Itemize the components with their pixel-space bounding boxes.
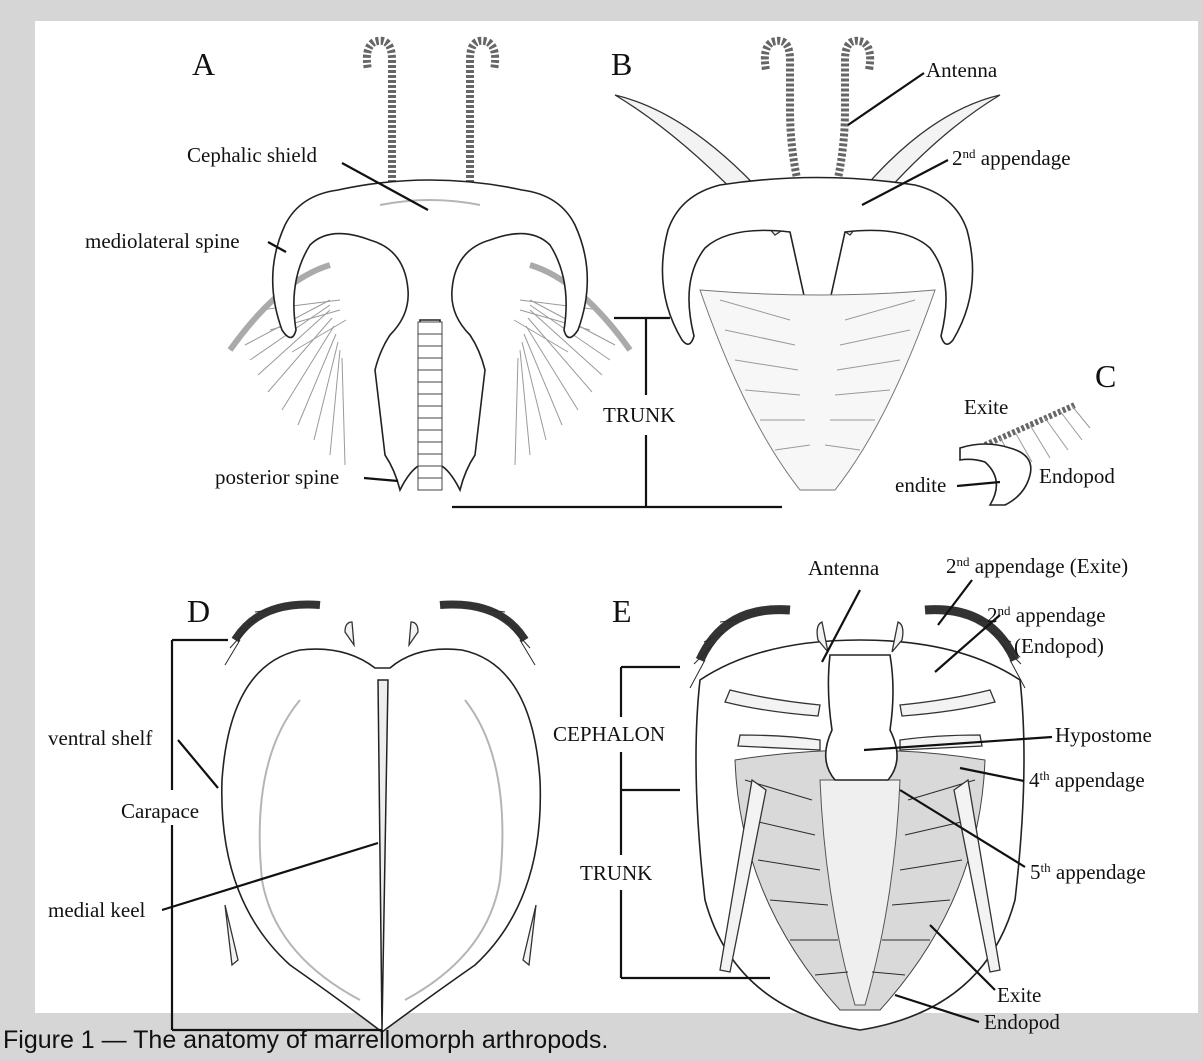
label-cephalic-shield: Cephalic shield (187, 143, 318, 167)
label-medial-keel: medial keel (48, 898, 146, 922)
label-second-endopod-e-line2: (Endopod) (1014, 634, 1104, 658)
label-endopod-e: Endopod (984, 1010, 1060, 1034)
panel-a-letter: A (192, 46, 215, 82)
label-carapace: Carapace (121, 799, 199, 823)
label-trunk-b: TRUNK (603, 403, 675, 427)
label-posterior-spine: posterior spine (215, 465, 339, 489)
label-second-exite-e: 2nd appendage (Exite) (946, 554, 1128, 579)
label-exite-e: Exite (997, 983, 1041, 1007)
panel-c-letter: C (1095, 358, 1116, 394)
label-cephalon: CEPHALON (553, 722, 665, 746)
figure-caption: Figure 1 — The anatomy of marrellomorph … (3, 1026, 608, 1055)
label-antenna-b: Antenna (926, 58, 998, 82)
label-mediolateral-spine: mediolateral spine (85, 229, 240, 253)
label-endopod-c: Endopod (1039, 464, 1115, 488)
panel-e-hypostome (826, 655, 897, 780)
panel-d-letter: D (187, 593, 210, 629)
panel-e-letter: E (612, 593, 632, 629)
label-endite-c: endite (895, 473, 946, 497)
label-exite-c: Exite (964, 395, 1008, 419)
label-trunk-e: TRUNK (580, 861, 652, 885)
label-antenna-e: Antenna (808, 556, 880, 580)
label-hypostome: Hypostome (1055, 723, 1152, 747)
panel-a-trunk-segments (418, 322, 442, 490)
panel-b-letter: B (611, 46, 632, 82)
label-ventral-shelf: ventral shelf (48, 726, 152, 750)
